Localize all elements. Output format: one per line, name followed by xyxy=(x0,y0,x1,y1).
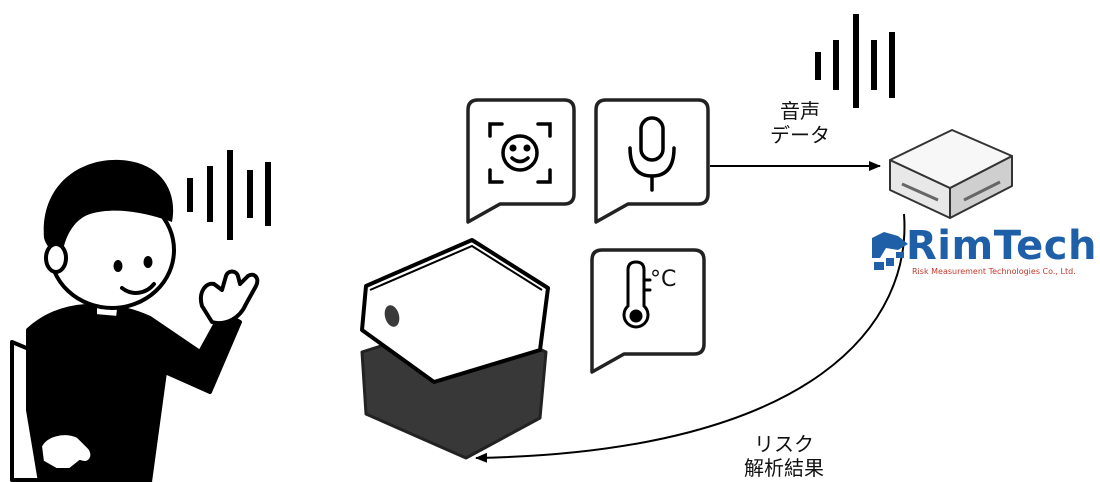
risk-result-arrow xyxy=(475,213,906,463)
audio-data-label-line1: 音声 xyxy=(780,99,820,123)
face-scan-bubble xyxy=(466,98,576,224)
sound-wave-icon xyxy=(815,14,895,108)
microphone-bubble xyxy=(594,98,710,224)
audio-data-label-line2: データ xyxy=(770,123,830,147)
temperature-unit-label: °C xyxy=(650,267,677,292)
risk-result-label-line1: リスク xyxy=(754,432,814,456)
rimtech-brand-tagline: Risk Measurement Technologies Co., Ltd. xyxy=(912,267,1076,276)
thermometer-icon xyxy=(622,260,652,329)
microphone-icon xyxy=(628,116,676,192)
audio-data-label: 音声 データ xyxy=(770,99,830,147)
rimtech-brand-name: RimTech xyxy=(906,223,1097,269)
rimtech-logo xyxy=(872,232,908,270)
server-box-icon xyxy=(889,129,1013,219)
sensor-device-icon xyxy=(360,238,550,460)
risk-result-label: リスク 解析結果 xyxy=(734,432,834,480)
risk-result-label-line2: 解析結果 xyxy=(744,456,824,480)
sound-wave-icon xyxy=(187,150,271,240)
person-waving-icon xyxy=(10,159,260,482)
face-scan-icon xyxy=(488,122,552,184)
thermometer-bubble xyxy=(590,248,706,374)
